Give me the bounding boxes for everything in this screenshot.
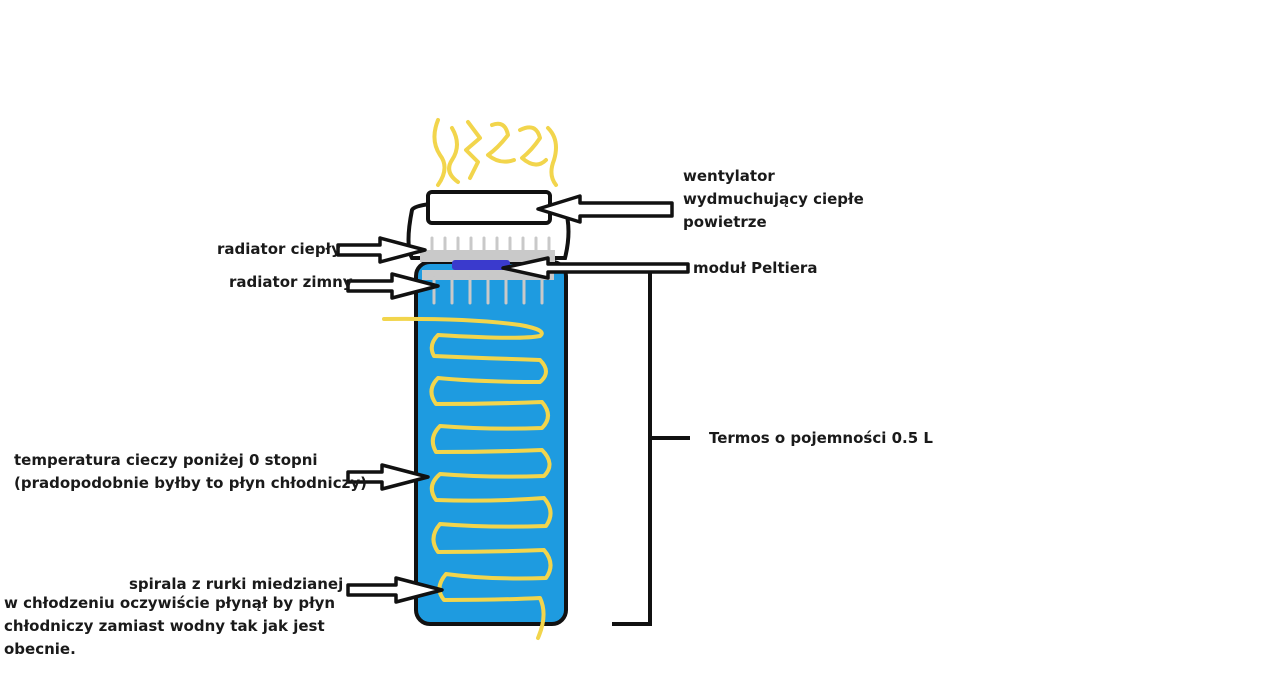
arrow-peltier [501,256,690,280]
arrow-cold-radiator [346,272,440,300]
arrow-fan [536,194,674,224]
note-line2: chłodniczy zamiast wodny tak jak jest [4,617,325,635]
thermos-body [414,260,568,626]
copper-spiral-coil [382,316,553,640]
fan [406,190,571,260]
peltier-module [452,260,510,270]
arrow-hot-radiator [336,236,427,264]
hot-radiator-label: radiator ciepły [217,240,341,258]
thermos-bracket [566,266,690,626]
label-arrows [336,194,690,604]
fan-label-line3: powietrze [683,213,767,231]
note-line3: obecnie. [4,640,76,658]
hot-radiator-fins [430,236,551,254]
liquid-label-line1: temperatura cieczy poniżej 0 stopni [14,451,318,469]
liquid-label-line2: (pradopodobnie byłby to płyn chłodniczy) [14,474,367,492]
cold-radiator-fins [432,276,544,305]
hot-radiator-plate [420,250,555,262]
arrow-spiral [346,576,444,604]
peltier-label: moduł Peltiera [693,259,818,277]
cold-radiator-label: radiator zimny [229,273,353,291]
spiral-label: spirala z rurki miedzianej [129,575,344,593]
cold-radiator-plate [422,270,554,280]
hot-air-squiggles [432,118,558,187]
note-line1: w chłodzeniu oczywiście płynął by płyn [4,594,336,612]
fan-label-line1: wentylator [683,167,775,185]
thermos-label: Termos o pojemności 0.5 L [709,429,933,447]
arrow-liquid [346,463,430,491]
fan-label-line2: wydmuchujący ciepłe [683,190,864,208]
